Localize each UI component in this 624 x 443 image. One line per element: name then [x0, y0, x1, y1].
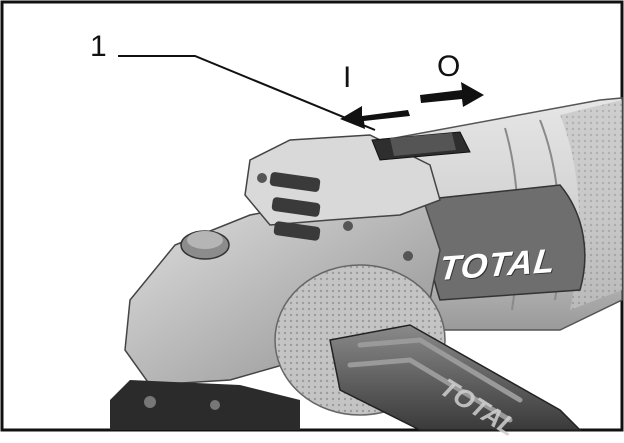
disc-guard — [110, 380, 300, 430]
screw — [403, 251, 413, 261]
switch-off-symbol: O — [437, 50, 461, 83]
screw — [343, 221, 353, 231]
rear-grip-texture — [560, 100, 622, 310]
arrow-off-right — [420, 82, 484, 107]
air-vents — [269, 172, 321, 241]
switch-on-symbol: I — [343, 61, 352, 94]
side-handle — [329, 324, 582, 431]
callout-leader-line — [118, 55, 376, 131]
angle-grinder-illustration — [0, 0, 624, 432]
callout-number-label: 1 — [90, 30, 107, 63]
screw — [257, 173, 267, 183]
arrow-on-left — [340, 106, 410, 129]
